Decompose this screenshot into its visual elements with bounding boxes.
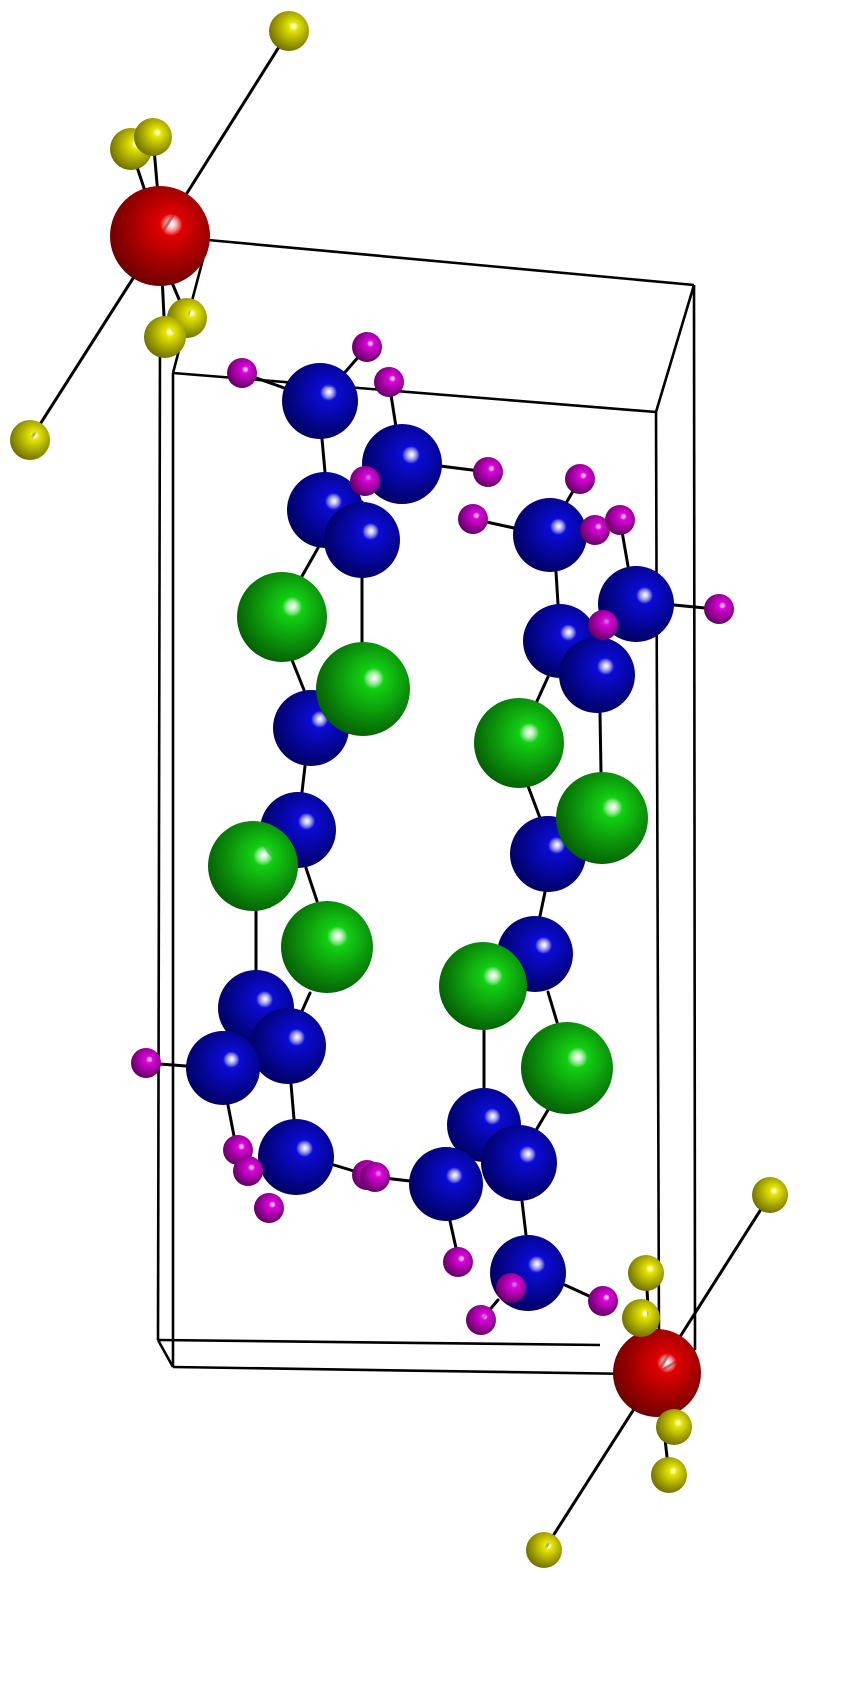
yellow-atom bbox=[656, 1409, 692, 1445]
green-atom bbox=[237, 572, 327, 662]
magenta-atom bbox=[704, 594, 734, 624]
magenta-atom bbox=[458, 504, 488, 534]
unit-cell-edge bbox=[692, 284, 697, 1351]
blue-atom bbox=[559, 637, 635, 713]
yellow-atom bbox=[526, 1532, 562, 1568]
bond-line bbox=[598, 711, 603, 774]
bond-line bbox=[320, 437, 327, 474]
yellow-atom bbox=[10, 420, 50, 460]
blue-atom bbox=[513, 498, 587, 572]
green-atom bbox=[281, 901, 373, 993]
magenta-atom bbox=[588, 1286, 618, 1316]
magenta-atom bbox=[565, 464, 595, 494]
magenta-atom bbox=[443, 1247, 473, 1277]
magenta-atom bbox=[131, 1048, 161, 1078]
blue-atom bbox=[362, 424, 442, 504]
blue-atom bbox=[490, 1235, 566, 1311]
blue-atom bbox=[186, 1031, 260, 1105]
green-atom bbox=[474, 698, 564, 788]
magenta-atom bbox=[360, 1162, 390, 1192]
yellow-atom bbox=[622, 1299, 660, 1337]
unit-cell-edge bbox=[156, 1339, 175, 1368]
yellow-atom bbox=[144, 316, 186, 358]
bond-line bbox=[300, 764, 307, 794]
blue-atom bbox=[282, 363, 358, 439]
blue-atom bbox=[250, 1008, 326, 1084]
magenta-atom bbox=[352, 332, 382, 362]
unit-cell-edge bbox=[156, 334, 162, 1341]
yellow-atom bbox=[628, 1255, 664, 1291]
red-atom bbox=[613, 1329, 701, 1417]
bond-line bbox=[538, 890, 547, 918]
magenta-atom bbox=[227, 358, 257, 388]
magenta-atom bbox=[374, 367, 404, 397]
bond-line bbox=[289, 1082, 296, 1121]
bond-line bbox=[554, 570, 560, 606]
unit-cell-edge bbox=[207, 238, 695, 287]
green-atom bbox=[208, 821, 298, 911]
magenta-atom bbox=[588, 610, 618, 640]
bond-line bbox=[546, 990, 559, 1024]
yellow-atom bbox=[651, 1457, 687, 1493]
magenta-atom bbox=[580, 515, 610, 545]
blue-atom bbox=[258, 1119, 334, 1195]
bond-line bbox=[563, 1283, 591, 1298]
blue-atom bbox=[324, 502, 400, 578]
red-atom bbox=[110, 186, 210, 286]
green-atom bbox=[521, 1022, 613, 1114]
magenta-atom bbox=[233, 1156, 263, 1186]
magenta-atom bbox=[350, 466, 380, 496]
magenta-atom bbox=[466, 1305, 496, 1335]
unit-cell-edge bbox=[157, 1338, 601, 1347]
green-atom bbox=[316, 642, 410, 736]
bond-line bbox=[526, 784, 542, 820]
unit-cell-edge bbox=[654, 284, 696, 413]
magenta-atom bbox=[473, 457, 503, 487]
bond-line bbox=[448, 1219, 458, 1250]
atom-layer bbox=[10, 11, 788, 1568]
bond-line bbox=[520, 1199, 528, 1237]
unit-cell-edge bbox=[654, 411, 661, 1346]
bond-line bbox=[226, 1103, 236, 1138]
green-atom bbox=[439, 942, 527, 1030]
magenta-atom bbox=[496, 1273, 526, 1303]
yellow-atom bbox=[269, 11, 309, 51]
magenta-atom bbox=[605, 505, 635, 535]
bond-line bbox=[672, 603, 707, 610]
unit-cell-edge bbox=[172, 1365, 636, 1376]
bond-line bbox=[304, 866, 319, 903]
yellow-atom bbox=[752, 1177, 788, 1213]
blue-atom bbox=[409, 1147, 483, 1221]
yellow-atom bbox=[134, 118, 172, 156]
blue-atom bbox=[481, 1125, 557, 1201]
magenta-atom bbox=[254, 1193, 284, 1223]
green-atom bbox=[556, 772, 648, 864]
bond-line bbox=[288, 653, 306, 692]
